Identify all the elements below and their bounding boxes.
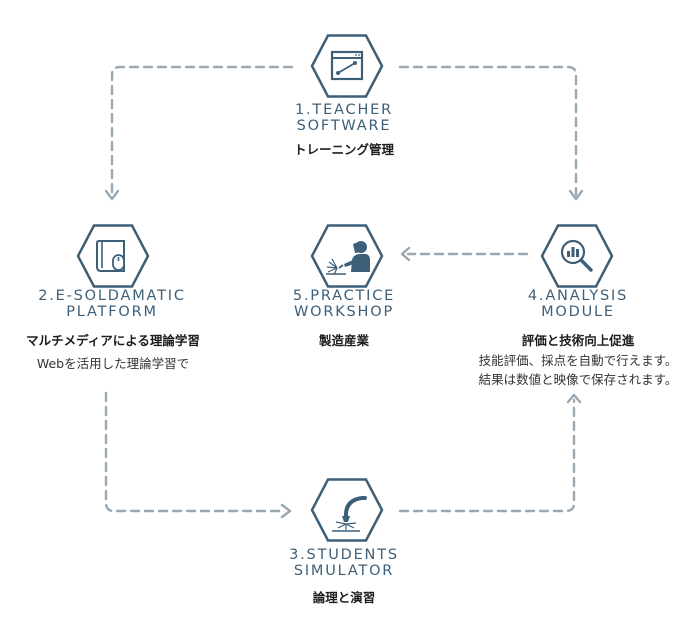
magnifier-chart-icon — [540, 224, 614, 288]
welder-icon — [310, 224, 384, 288]
e-soldamatic-platform-subtitle: マルチメディアによる理論学習 — [26, 333, 200, 348]
connector-simulator-to-analysis — [398, 398, 576, 513]
welding-torch-icon — [310, 478, 384, 542]
connector-platform-to-simulator — [104, 391, 286, 513]
analysis-module-subtitle: 評価と技術向上促進 — [521, 333, 635, 348]
arrowhead-analysis — [568, 189, 584, 201]
connector-teacher-to-analysis — [398, 65, 578, 197]
arrowhead-analysis-up — [566, 393, 582, 404]
e-soldamatic-platform-description: Webを活用した理論学習で — [36, 356, 190, 371]
arrowhead-simulator — [280, 503, 292, 519]
teacher-software-title: 1.TEACHER SOFTWARE — [295, 102, 393, 134]
students-simulator-subtitle: 論理と演習 — [312, 590, 376, 605]
practice-workshop-title: 5.PRACTICE WORKSHOP — [292, 288, 396, 320]
students-simulator-title: 3.STUDENTS SIMULATOR — [289, 547, 399, 579]
arrowhead-workshop — [400, 246, 411, 262]
analysis-module-description: 技能評価、採点を自動で行えます。 結果は数値と映像で保存されます。 — [478, 353, 678, 387]
e-soldamatic-platform-title: 2.E-SOLDAMATIC PLATFORM — [38, 288, 186, 320]
analysis-module-title: 4.ANALYSIS MODULE — [527, 288, 629, 320]
connector-teacher-to-platform — [110, 65, 294, 197]
practice-workshop-subtitle: 製造産業 — [318, 333, 369, 348]
book-mouse-icon — [76, 224, 150, 288]
teacher-software-subtitle: トレーニング管理 — [293, 142, 394, 157]
arrowhead-platform — [104, 189, 120, 201]
browser-graph-icon — [310, 34, 384, 98]
